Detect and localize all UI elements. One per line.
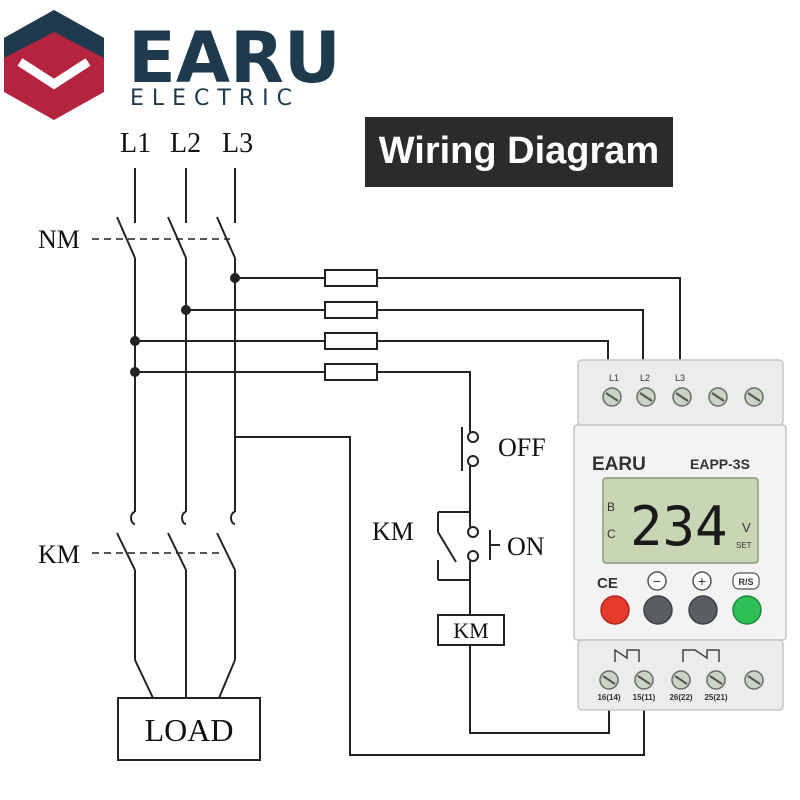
line-label-l1: L1	[120, 128, 151, 159]
title-background	[365, 117, 673, 187]
km-coil-label: KM	[453, 618, 488, 643]
control-circuit: OFF KM ON KM	[235, 425, 645, 756]
lcd-indicator-c: C	[607, 527, 616, 541]
load-box	[117, 697, 261, 761]
lcd-display	[602, 477, 759, 564]
km-coil	[437, 614, 505, 646]
terminal-label-25-21: 25(21)	[704, 693, 727, 702]
plus-key-label: +	[692, 571, 712, 591]
main-breaker-nm: NM	[38, 168, 236, 259]
terminal-label-16-14: 16(14)	[597, 693, 620, 702]
fuse-1	[324, 269, 378, 287]
lcd-mode: SET	[736, 541, 752, 550]
device-model: EAPP-3S	[690, 456, 750, 472]
brand-logo: EARU ELECTRIC	[4, 10, 341, 120]
km-main-label: KM	[38, 540, 80, 569]
km-aux-contact	[437, 531, 457, 563]
terminal-label-l1: L1	[609, 373, 619, 383]
top-terminal-screws	[602, 387, 764, 407]
logo-roof	[4, 10, 104, 58]
lcd-unit: V	[742, 520, 751, 535]
svg-text:−: −	[653, 573, 661, 589]
relay-contact-symbols	[614, 648, 720, 662]
off-label: OFF	[498, 433, 546, 462]
terminal-label-l2: L2	[640, 373, 650, 383]
minus-key-label: −	[647, 571, 667, 591]
load-label: LOAD	[145, 712, 234, 748]
nm-label: NM	[38, 225, 80, 254]
ce-mark: CE	[597, 575, 618, 592]
fuse-4	[324, 363, 378, 381]
logo-chevron	[17, 58, 91, 90]
plus-button[interactable]	[688, 595, 718, 625]
terminal-label-26-22: 26(22)	[669, 693, 692, 702]
terminal-label-l3: L3	[675, 373, 685, 383]
relay-device: L1 L2 L3 EARU EAPP-3S B C 234 V SET CE	[573, 359, 787, 711]
rs-key-label: R/S	[732, 572, 760, 590]
red-button[interactable]	[600, 595, 630, 625]
fuse-3	[324, 332, 378, 350]
brand-sub: ELECTRIC	[130, 86, 300, 111]
minus-button[interactable]	[643, 595, 673, 625]
device-brand: EARU	[592, 454, 646, 475]
page-title: Wiring Diagram	[379, 130, 659, 172]
main-contactor-km: KM	[38, 511, 236, 699]
fuse-2	[324, 301, 378, 319]
terminal-label-15-11: 15(11)	[633, 693, 656, 702]
title-banner: Wiring Diagram	[365, 117, 673, 187]
green-button[interactable]	[732, 595, 762, 625]
svg-text:R/S: R/S	[738, 577, 753, 587]
svg-text:+: +	[698, 573, 706, 589]
on-label: ON	[507, 532, 545, 561]
fuse-branches	[135, 269, 681, 425]
km-aux-label: KM	[372, 517, 414, 546]
line-label-l2: L2	[170, 128, 201, 159]
line-label-l3: L3	[222, 128, 253, 159]
lcd-indicator-b: B	[607, 500, 615, 514]
lcd-value: 234	[630, 495, 728, 558]
bottom-terminal-screws	[599, 670, 764, 690]
brand-name: EARU	[128, 17, 341, 99]
